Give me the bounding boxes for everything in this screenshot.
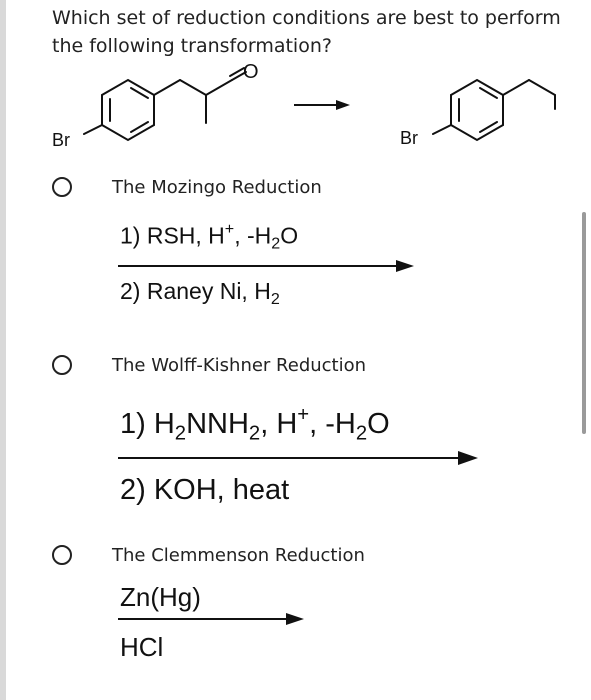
carbonyl-oxygen-label: O — [243, 61, 259, 83]
question-text: Which set of reduction conditions are be… — [52, 7, 561, 57]
option-wolff-kishner[interactable]: The Wolff-Kishner Reduction — [52, 352, 522, 382]
mozingo-arrow — [118, 260, 414, 272]
clemmenson-arrow — [118, 613, 304, 625]
option-mozingo[interactable]: The Mozingo Reduction — [52, 174, 522, 204]
radio-clemmenson[interactable] — [52, 545, 72, 565]
option-label-mozingo: The Mozingo Reduction — [112, 177, 322, 198]
reactant-structure: Br O — [52, 61, 259, 150]
product-structure: Br — [400, 78, 556, 148]
wolff-kishner-arrow — [118, 451, 478, 465]
transformation-arrow — [294, 100, 350, 110]
vertical-scrollbar[interactable] — [582, 212, 586, 434]
radio-mozingo[interactable] — [52, 177, 72, 197]
clemmenson-step2: HCl — [120, 632, 164, 662]
left-edge-bar — [0, 0, 6, 700]
product-br-label: Br — [400, 128, 418, 148]
radio-wolff-kishner[interactable] — [52, 355, 72, 375]
option-label-wolff-kishner: The Wolff-Kishner Reduction — [112, 355, 367, 376]
option-clemmenson[interactable]: The Clemmenson Reduction — [52, 542, 522, 572]
clemmenson-step1: Zn(Hg) — [120, 582, 201, 612]
wolff-kishner-step1: 1) H2NNH2, H+, -H2O — [120, 404, 390, 445]
mozingo-step1: 1) RSH, H+, -H2O — [120, 220, 299, 253]
reactant-br-label: Br — [52, 130, 70, 150]
mozingo-step2: 2) Raney Ni, H2 — [120, 278, 280, 308]
option-label-clemmenson: The Clemmenson Reduction — [112, 545, 365, 566]
wolff-kishner-step2: 2) KOH, heat — [120, 474, 290, 506]
